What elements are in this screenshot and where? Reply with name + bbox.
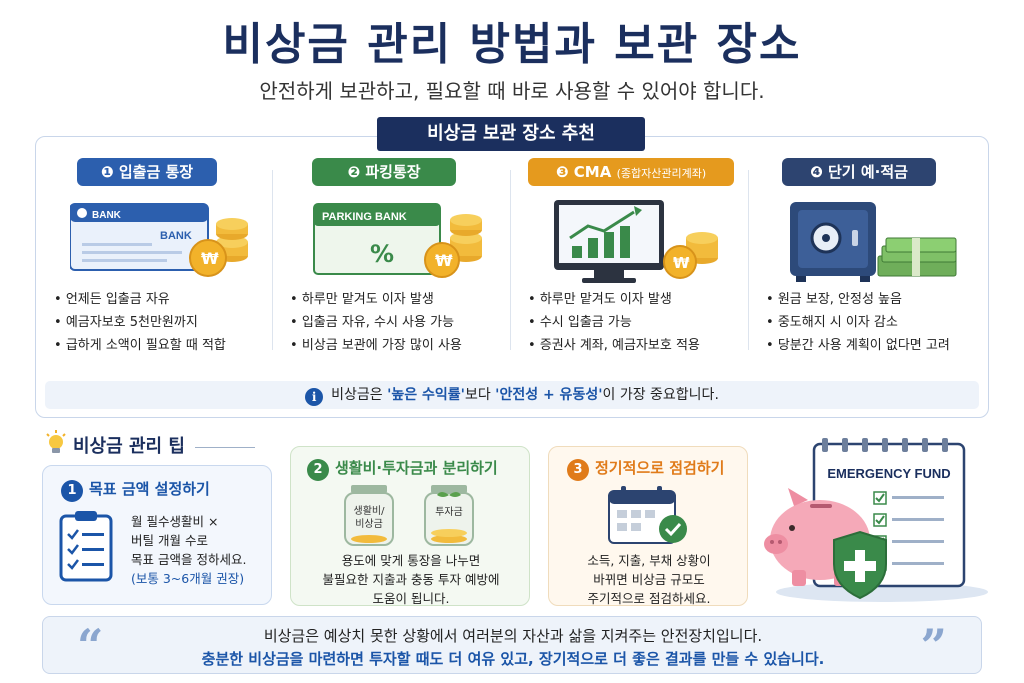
info-bar: i 비상금은 '높은 수익률'보다 '안전성 + 유동성'이 가장 중요합니다. <box>45 381 979 409</box>
tip-title: 1 목표 금액 설정하기 <box>61 478 210 502</box>
monitor-chart-icon: ₩ <box>554 200 718 283</box>
page-title: 비상금 관리 방법과 보관 장소 <box>222 19 802 70</box>
safe-icon <box>790 202 957 282</box>
open-quote-icon: “ <box>77 619 104 673</box>
place-bullets: 언제든 입출금 자유 예금자보호 5천만원까지 급하게 소액이 필요할 때 적합 <box>54 288 226 357</box>
svg-text:₩: ₩ <box>201 249 219 268</box>
list-item: 급하게 소액이 필요할 때 적합 <box>54 334 226 357</box>
emergency-fund-label: EMERGENCY FUND <box>827 466 950 481</box>
place-badge: ❸ CMA (종합자산관리계좌) <box>528 158 734 186</box>
tip-note: (보통 3~6개월 권장) <box>131 571 245 586</box>
tip-number: 1 <box>61 480 83 502</box>
svg-text:₩: ₩ <box>435 251 453 270</box>
quote-box: “ 비상금은 예상치 못한 상황에서 여러분의 자산과 삶을 지켜주는 안전장치… <box>42 616 982 674</box>
tip-title: 3 정기적으로 점검하기 <box>567 457 724 481</box>
divider <box>194 446 255 448</box>
info-text-post: 이 가장 중요합니다. <box>602 387 719 403</box>
shield-plus-icon <box>833 530 887 600</box>
tip-text: 소득, 지출, 부채 상황이 바뀌면 비상금 규모도 주기적으로 점검하세요. <box>549 551 749 608</box>
tip-title: 2 생활비·투자금과 분리하기 <box>307 457 498 481</box>
place-bullets: 하루만 맡겨도 이자 발생 수시 입출금 가능 증권사 계좌, 예금자보호 적용 <box>528 288 700 357</box>
divider <box>748 170 749 350</box>
piggy-bank-illustration: EMERGENCY FUND <box>764 438 988 602</box>
place-card-deposit: ❹ 단기 예·적금 원금 보장, 안정성 높음 중도해지 시 이자 감소 당분간… <box>752 158 990 358</box>
tip-number: 2 <box>307 459 329 481</box>
place-badge-sub: (종합자산관리계좌) <box>616 167 707 180</box>
tip-line: 도움이 됩니다. <box>372 591 450 606</box>
tip-line: 버틸 개월 수로 <box>131 533 208 548</box>
info-highlight-return: '높은 수익률' <box>387 387 465 403</box>
list-item: 수시 입출금 가능 <box>528 311 700 334</box>
recommend-section-tag: 비상금 보관 장소 추천 <box>377 117 645 151</box>
list-item: 하루만 맡겨도 이자 발생 <box>528 288 700 311</box>
tip-title-label: 정기적으로 점검하기 <box>595 459 725 477</box>
quote-line-1: 비상금은 예상치 못한 상황에서 여러분의 자산과 삶을 지켜주는 안전장치입니… <box>263 627 763 645</box>
tip-line: 용도에 맞게 통장을 나누면 <box>341 553 481 568</box>
divider <box>272 170 273 350</box>
list-item: 원금 보장, 안정성 높음 <box>766 288 950 311</box>
tip-title-label: 목표 금액 설정하기 <box>89 480 210 498</box>
place-badge: ❷ 파킹통장 <box>312 158 456 186</box>
lightbulb-icon <box>46 430 66 453</box>
tip-line: 소득, 지출, 부채 상황이 <box>587 553 711 568</box>
clipboard-icon <box>59 511 113 582</box>
tips-header: 비상금 관리 팁 <box>45 430 255 458</box>
info-text-pre: 비상금은 <box>331 387 388 403</box>
tip-line: 불필요한 지출과 충동 투자 예방에 <box>322 572 500 587</box>
list-item: 예금자보호 5천만원까지 <box>54 311 226 334</box>
tip-text: 월 필수생활비 × 버틸 개월 수로 목표 금액을 정하세요. (보통 3~6개… <box>131 512 246 588</box>
tip-text: 용도에 맞게 통장을 나누면 불필요한 지출과 충동 투자 예방에 도움이 됩니… <box>291 551 531 608</box>
list-item: 비상금 보관에 가장 많이 사용 <box>290 334 462 357</box>
bankbook-sublabel: BANK <box>160 230 192 242</box>
bankbook-label: BANK <box>92 210 122 221</box>
tip-card-check: 3 정기적으로 점검하기 소득, 지출, 부채 상황이 바뀌면 비상금 규모도 주… <box>548 446 748 606</box>
jar-living-label: 생활비/ <box>354 504 386 517</box>
jars-icon: 생활비/ 비상금 투자금 <box>344 485 474 546</box>
quote-line-2: 충분한 비상금을 마련하면 투자할 때도 더 여유 있고, 장기적으로 더 좋은… <box>201 650 825 668</box>
jar-invest-label: 투자금 <box>435 506 463 518</box>
list-item: 중도해지 시 이자 감소 <box>766 311 950 334</box>
info-text-mid: 보다 <box>464 387 496 403</box>
info-highlight-safety: '안전성 + 유동성' <box>495 387 603 403</box>
place-card-bank: ❶ 입출금 통장 BANK BANK ₩ 언제든 입출금 자유 예금자보호 5천… <box>40 158 278 358</box>
place-badge-label: ❸ CMA <box>555 163 612 181</box>
tip-line: 월 필수생활비 × <box>131 514 219 529</box>
list-item: 증권사 계좌, 예금자보호 적용 <box>528 334 700 357</box>
list-item: 언제든 입출금 자유 <box>54 288 226 311</box>
divider <box>510 170 511 350</box>
tip-title-label: 생활비·투자금과 분리하기 <box>335 459 498 477</box>
list-item: 하루만 맡겨도 이자 발생 <box>290 288 462 311</box>
tip-number: 3 <box>567 459 589 481</box>
tips-header-label: 비상금 관리 팁 <box>73 436 185 457</box>
percent-icon: % <box>370 240 394 268</box>
place-badge: ❹ 단기 예·적금 <box>782 158 936 186</box>
place-card-cma: ❸ CMA (종합자산관리계좌) ₩ 하루만 맡겨도 이자 발생 수시 입출금 … <box>514 158 752 358</box>
tip-line: 바뀌면 비상금 규모도 <box>593 572 705 587</box>
page-subtitle: 안전하게 보관하고, 필요할 때 바로 사용할 수 있어야 합니다. <box>259 79 765 103</box>
tip-card-separate: 2 생활비·투자금과 분리하기 생활비/ 비상금 투자금 용도에 맞게 통장을 나… <box>290 446 530 606</box>
parking-bank-icon: PARKING BANK % ₩ <box>313 203 482 278</box>
parking-bank-label: PARKING BANK <box>322 211 407 223</box>
place-bullets: 원금 보장, 안정성 높음 중도해지 시 이자 감소 당분간 사용 계획이 없다… <box>766 288 950 357</box>
info-icon: i <box>305 388 324 406</box>
svg-text:₩: ₩ <box>673 254 690 272</box>
calendar-check-icon <box>608 486 687 544</box>
tip-card-target: 1 목표 금액 설정하기 월 필수생활비 × 버틸 개월 수로 목표 금액을 정하… <box>42 465 272 605</box>
tip-line: 목표 금액을 정하세요. <box>131 552 247 567</box>
place-card-parking: ❷ 파킹통장 PARKING BANK % ₩ 하루만 맡겨도 이자 발생 입출… <box>276 158 514 358</box>
place-badge: ❶ 입출금 통장 <box>77 158 217 186</box>
bankbook-icon: BANK BANK ₩ <box>70 203 248 277</box>
place-bullets: 하루만 맡겨도 이자 발생 입출금 자유, 수시 사용 가능 비상금 보관에 가… <box>290 288 462 357</box>
list-item: 입출금 자유, 수시 사용 가능 <box>290 311 462 334</box>
close-quote-icon: ” <box>920 619 947 673</box>
tip-line: 주기적으로 점검하세요. <box>587 591 711 606</box>
jar-emergency-label: 비상금 <box>355 518 383 530</box>
list-item: 당분간 사용 계획이 없다면 고려 <box>766 334 950 357</box>
